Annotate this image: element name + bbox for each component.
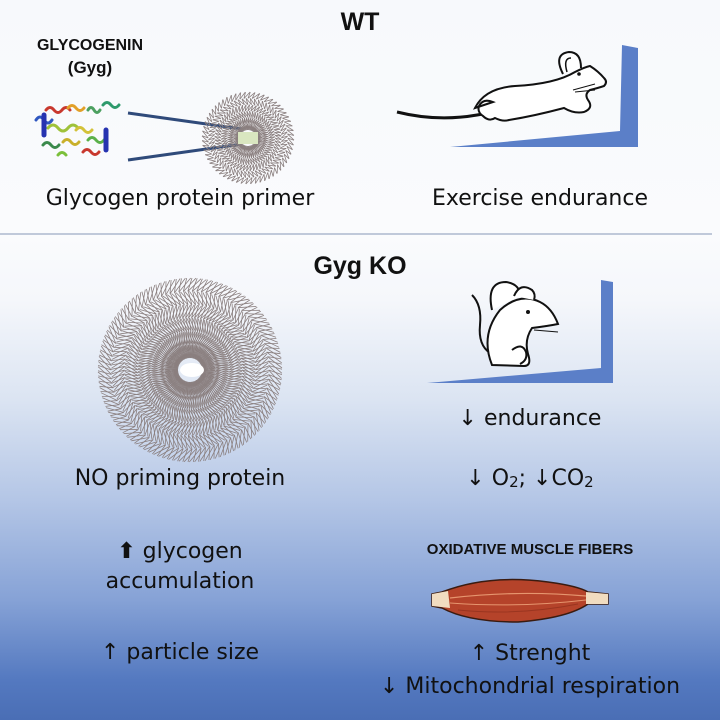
co2-subscript: 2 [584,473,594,491]
wt-title: WT [340,8,380,36]
down-arrow-icon: ↓ [379,674,399,699]
oxidative-muscle-fibers-title: OXIDATIVE MUSCLE FIBERS [426,541,634,558]
down-arrow-icon: ↓ [533,466,552,491]
running-mouse-icon [396,50,607,122]
mitochondrial-respiration-label: Mitochondrial respiration [405,674,681,699]
co2-label: CO [551,466,585,491]
particle-size-text: ↑ particle size [20,640,340,665]
glycogen-particle-small [201,91,295,185]
glycogenin-label-line2: (Gyg) [67,58,113,77]
glycogenin-label-line1: GLYCOGENIN [36,37,144,54]
particle-size-label: particle size [126,640,260,665]
exercise-endurance-caption: Exercise endurance [431,186,649,211]
section-divider [0,233,712,235]
up-arrow-icon: ↑ [100,640,120,665]
glycogenin-protein-structure [34,101,121,157]
gas-exchange-text: ↓ O2; ↓CO2 [380,466,680,491]
muscle-fiber-illustration [431,578,609,623]
strength-text: ↑ Strenght [380,641,680,666]
glycogen-particle-large [97,277,283,463]
separator: ; [518,466,527,491]
o2-subscript: 2 [509,473,519,491]
glycogen-line1: glycogen [142,539,243,564]
mitochondrial-respiration-text: ↓ Mitochondrial respiration [360,674,700,699]
down-arrow-icon: ↓ [458,406,477,431]
endurance-label: endurance [483,406,602,431]
sitting-mouse-icon [471,280,560,368]
glycogen-line2: accumulation [105,569,255,594]
treadmill-ramp-ko [427,280,613,383]
down-arrow-icon: ↓ [466,466,485,491]
bold-up-arrow-icon: ⬆ [117,539,136,564]
o2-label: O [491,466,510,491]
strength-label: Strenght [495,641,591,666]
endurance-text: ↓ endurance [380,406,680,431]
no-priming-protein-caption: NO priming protein [74,466,286,491]
up-arrow-icon: ↑ [469,641,489,666]
treadmill-ramp-wt [450,45,638,147]
glycogen-protein-primer-caption: Glycogen protein primer [45,186,315,211]
gyg-ko-title: Gyg KO [313,252,407,280]
glycogenin-label: GLYCOGENIN (Gyg) [20,35,160,79]
glycogen-accumulation-text: ⬆ glycogen accumulation [20,537,340,597]
